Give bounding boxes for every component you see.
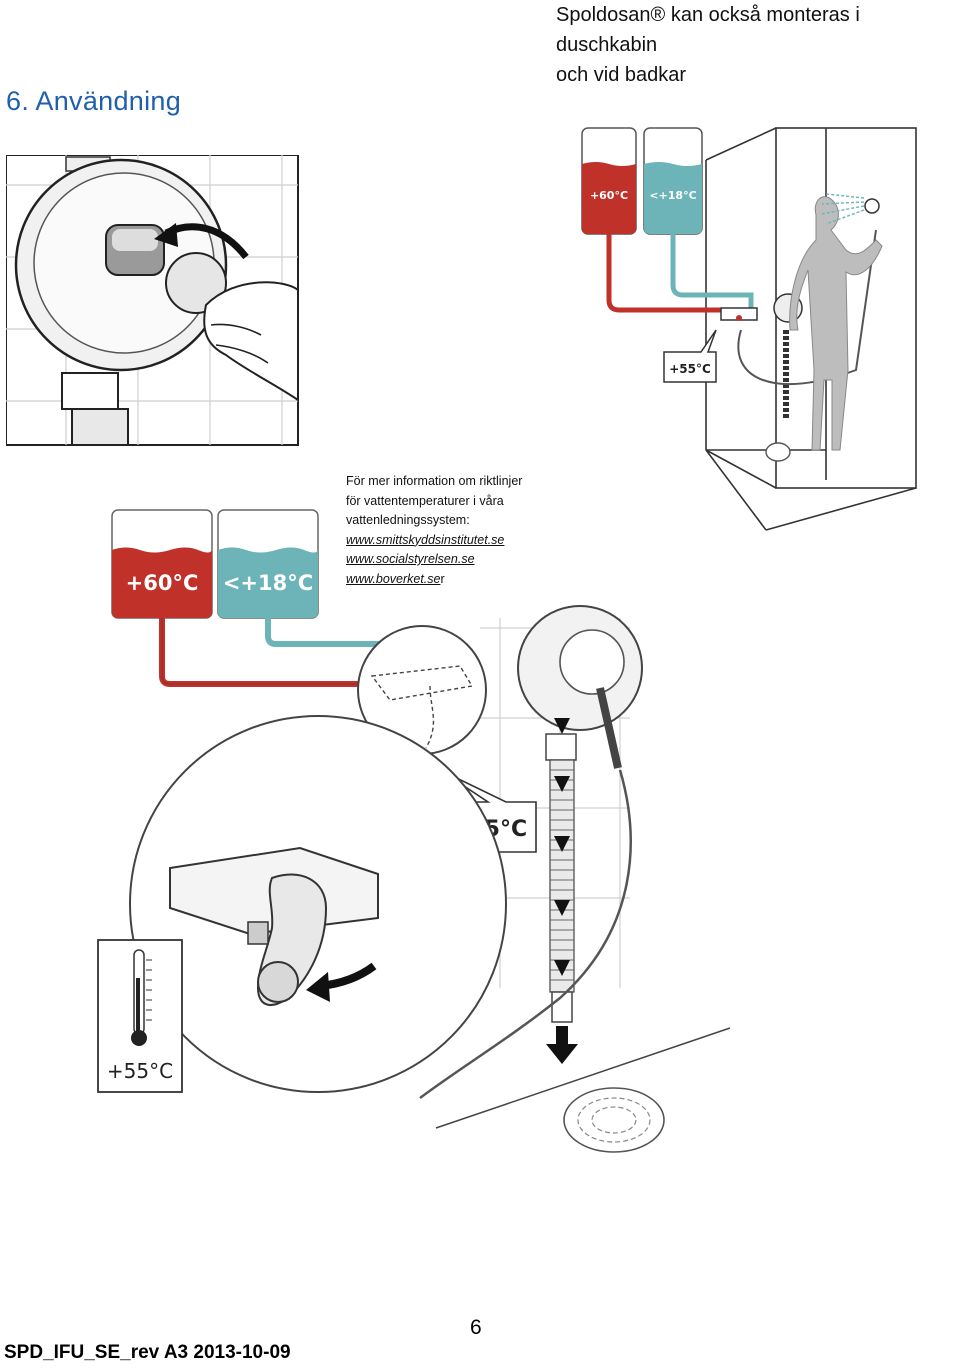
info-block: För mer information om riktlinjer för va… <box>346 472 522 589</box>
lever-operation-illustration <box>6 155 299 446</box>
info-line-3: vattenledningssystem: <box>346 513 470 527</box>
cold-tank-label: <+18°C <box>223 571 313 595</box>
link-boverket[interactable]: www.boverket.se <box>346 571 441 586</box>
shower-cabin-illustration: +60°C <+18°C +55°C <box>581 127 917 531</box>
system-diagram-illustration: +60°C <+18°C <box>97 509 731 1153</box>
thermometer-temp-label: +55°C <box>107 1059 173 1083</box>
section-title: 6. Användning <box>6 86 182 116</box>
link-smittskyddsinstitutet[interactable]: www.smittskyddsinstitutet.se <box>346 532 505 547</box>
link-trailing-char: r <box>440 571 445 586</box>
page-number: 6 <box>470 1316 482 1339</box>
cabin-cold-label: <+18°C <box>649 189 696 202</box>
footer-document-code: SPD_IFU_SE_rev A3 2013-10-09 <box>4 1342 291 1363</box>
hot-tank-label: +60°C <box>126 571 199 595</box>
cabin-mixed-label: +55°C <box>669 362 711 376</box>
info-line-1: För mer information om riktlinjer <box>346 474 523 488</box>
header-text: Spoldosan® kan också monteras i duschkab… <box>556 0 960 90</box>
link-socialstyrelsen[interactable]: www.socialstyrelsen.se <box>346 552 475 566</box>
cabin-hot-label: +60°C <box>590 189 628 202</box>
info-line-2: för vattentemperaturer i våra <box>346 493 504 508</box>
header-line-1: Spoldosan® kan också monteras i duschkab… <box>556 4 860 56</box>
header-line-2: och vid badkar <box>556 64 687 86</box>
